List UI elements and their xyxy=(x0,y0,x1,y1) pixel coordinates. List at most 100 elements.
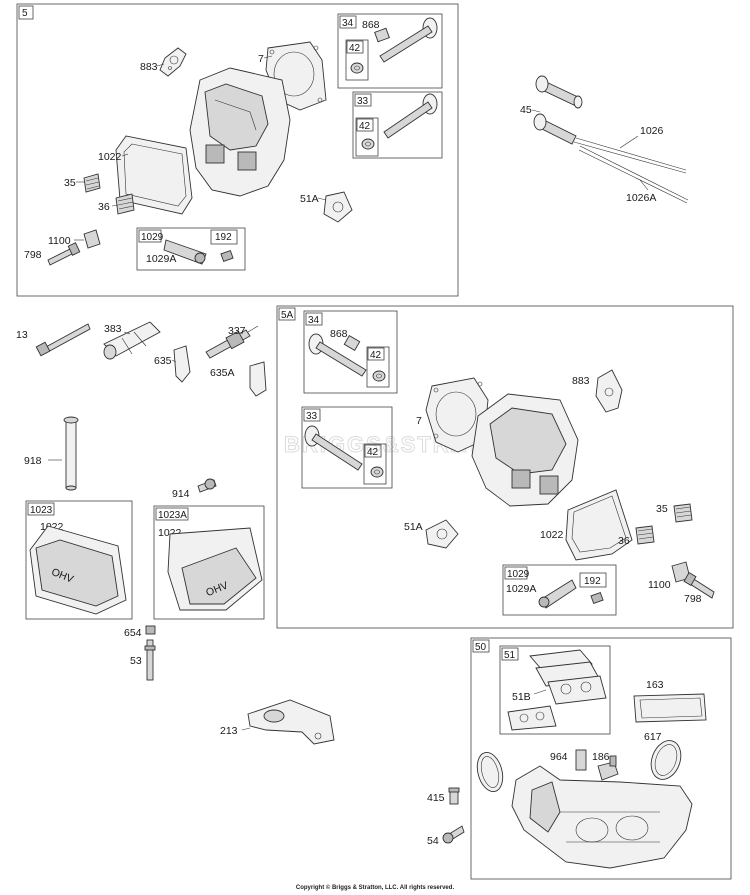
callout-7: 7 xyxy=(258,53,264,65)
callout-33: 33 xyxy=(357,96,369,107)
part-o-ring-617 xyxy=(650,740,682,780)
callout-36: 36 xyxy=(98,201,110,213)
part-cylinder-head-b xyxy=(471,393,579,507)
gasket-box-51 xyxy=(499,645,611,735)
callout-1026: 1026 xyxy=(640,125,664,137)
part-nut-654 xyxy=(145,625,156,635)
part-gasket-51a xyxy=(323,191,353,223)
callout-34: 34 xyxy=(342,18,354,29)
part-gasket-883 xyxy=(159,47,187,77)
callout-42-d: 42 xyxy=(367,447,379,458)
part-fitting-186 xyxy=(597,755,619,781)
part-valve-retainer-42-c xyxy=(372,370,386,382)
callout-42-c: 42 xyxy=(370,350,382,361)
part-pushrod-1026 xyxy=(533,113,687,174)
section-5-group: 5 883 7 xyxy=(16,3,459,297)
callout-415: 415 xyxy=(427,792,445,804)
part-rocker-arm-1029a-b xyxy=(538,579,577,609)
part-gasket-163 xyxy=(633,693,707,723)
callout-383: 383 xyxy=(104,323,122,335)
callout-914: 914 xyxy=(172,488,190,500)
part-spring-35-b xyxy=(673,503,693,523)
callout-1029a-b: 1029A xyxy=(506,583,536,595)
callout-42-b: 42 xyxy=(359,121,371,132)
part-pushrod-1026a xyxy=(578,145,689,204)
callout-36-b: 36 xyxy=(618,535,630,547)
callout-918: 918 xyxy=(24,455,42,467)
part-breather-383 xyxy=(103,321,161,360)
section-5a-frame xyxy=(276,305,734,629)
part-pushrod-45 xyxy=(535,75,583,109)
part-screw-54 xyxy=(442,825,465,844)
part-valve-seal-868 xyxy=(374,27,390,43)
part-rocker-gasket-1022 xyxy=(115,135,193,215)
section-5-tag-box xyxy=(18,5,34,20)
part-gasket-51a-b xyxy=(425,519,459,549)
callout-51a-b: 51A xyxy=(404,521,423,533)
callout-1022: 1022 xyxy=(98,151,122,163)
callout-13: 13 xyxy=(16,329,28,341)
part-screw-798 xyxy=(47,242,81,266)
part-valve-intake xyxy=(379,17,438,63)
part-cylinder-head xyxy=(189,67,291,197)
part-spring-36-b xyxy=(635,525,655,545)
part-gasket-set-51 xyxy=(507,649,607,731)
callout-1029a: 1029A xyxy=(146,253,176,265)
valve-box-34-b xyxy=(303,310,398,394)
section-5a-group: 5A 34 868 42 33 42 xyxy=(276,305,734,629)
part-valve-exhaust-b xyxy=(304,425,363,471)
part-sleeve-964 xyxy=(575,749,587,771)
part-clip-1100 xyxy=(83,229,101,249)
part-intake-manifold xyxy=(511,765,693,869)
callout-1029: 1029 xyxy=(141,232,164,243)
callout-1022-d: 1022 xyxy=(540,529,564,541)
part-valve-cover-1023a: OHV xyxy=(167,527,263,611)
callout-54: 54 xyxy=(427,835,439,847)
callout-34-b: 34 xyxy=(308,315,320,326)
callout-42: 42 xyxy=(349,43,361,54)
callout-883-b: 883 xyxy=(572,375,590,387)
callout-192: 192 xyxy=(215,232,232,243)
callout-1100: 1100 xyxy=(48,235,71,247)
part-rocker-gasket-1022-b xyxy=(565,489,633,561)
part-nut-192-b xyxy=(590,591,604,605)
part-stud-53 xyxy=(144,639,156,681)
callout-1023: 1023 xyxy=(30,505,53,516)
part-valve-retainer-42 xyxy=(350,62,364,74)
callout-868: 868 xyxy=(362,19,380,31)
callout-7-b: 7 xyxy=(416,415,422,427)
callout-213: 213 xyxy=(220,725,238,737)
part-valve-exhaust xyxy=(383,93,438,139)
part-valve-retainer-42-d xyxy=(370,466,384,478)
callout-1023a: 1023A xyxy=(158,510,187,521)
callout-883: 883 xyxy=(140,61,158,73)
rocker-box-1029-b xyxy=(502,564,617,616)
part-boot-635 xyxy=(173,345,191,383)
part-spring-35 xyxy=(83,173,101,193)
callout-51a: 51A xyxy=(300,193,319,205)
callout-50: 50 xyxy=(475,642,487,653)
callout-798: 798 xyxy=(24,249,42,261)
callout-337: 337 xyxy=(228,325,246,337)
part-boot-635a xyxy=(249,361,267,397)
callout-192-b: 192 xyxy=(584,576,601,587)
callout-964: 964 xyxy=(550,751,568,763)
section-50-group: 50 51 51B 163 964 186 xyxy=(427,637,732,880)
section-5-frame xyxy=(16,3,459,297)
part-o-ring-left xyxy=(476,751,504,793)
callout-798-b: 798 xyxy=(684,593,702,605)
callout-5a: 5A xyxy=(281,310,294,321)
part-spring-36 xyxy=(115,193,135,215)
part-nut-192 xyxy=(220,249,234,263)
callout-51: 51 xyxy=(504,650,516,661)
callout-635: 635 xyxy=(154,355,172,367)
part-rocker-arm-1029a xyxy=(163,239,207,265)
valve-box-34 xyxy=(337,13,443,89)
callout-163: 163 xyxy=(646,679,664,691)
part-valve-cover-1023: OHV xyxy=(29,525,127,615)
callout-635a: 635A xyxy=(210,367,235,379)
callout-45: 45 xyxy=(520,104,532,116)
cover-box-1023a xyxy=(153,505,265,620)
part-spark-plug-337 xyxy=(205,325,259,359)
